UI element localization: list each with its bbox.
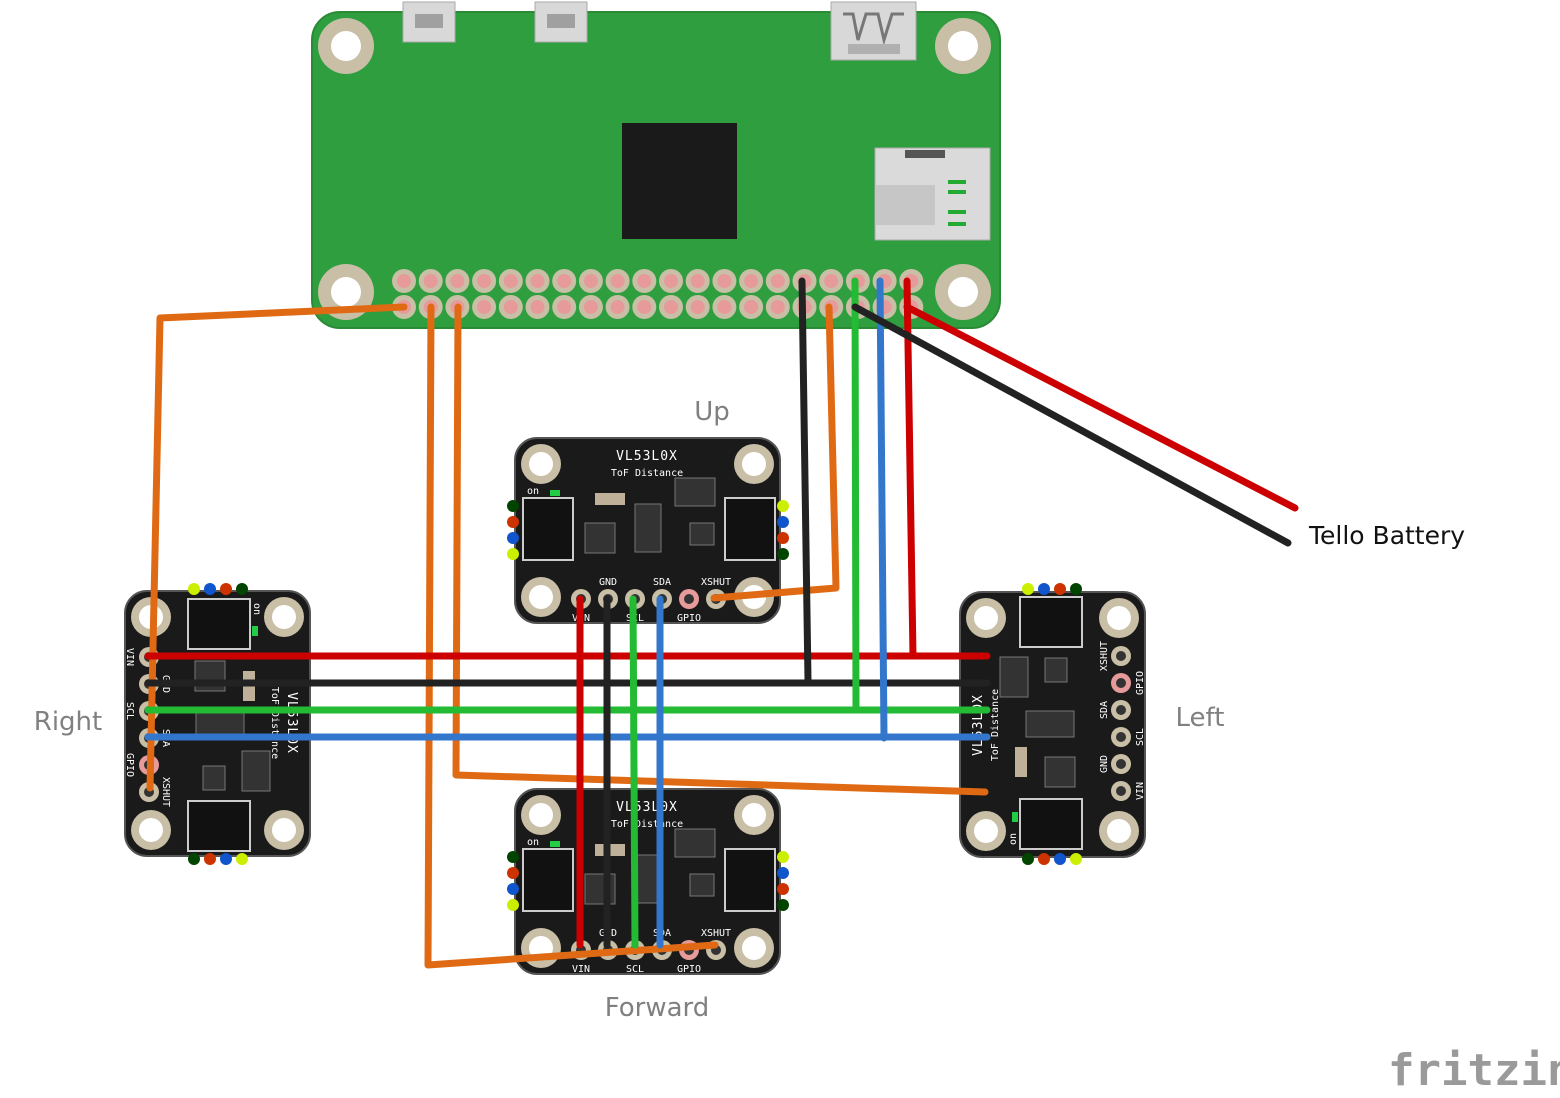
pin-label: GPIO (677, 613, 701, 624)
label-left: Left (1176, 703, 1225, 733)
wire-orange-up-xshut (710, 303, 840, 602)
on-label: on (1008, 833, 1019, 845)
tof-sensor-chip (1025, 710, 1075, 738)
pin-label: VIN (572, 964, 590, 975)
sensor-subtitle: ToF Distance (990, 689, 1001, 761)
tof-sensor-chip (634, 503, 662, 553)
tof-sensor-chip (195, 710, 245, 738)
pin-label: GPIO (677, 964, 701, 975)
pin-label: SDA (1099, 701, 1110, 719)
stemma-connector (522, 848, 574, 912)
transistor (1044, 756, 1076, 788)
label-right: Right (34, 707, 102, 737)
pin-label: XSHUT (701, 928, 731, 939)
label-tello-battery: Tello Battery (1308, 521, 1465, 550)
component (1015, 747, 1027, 777)
stemma-connector (724, 848, 776, 912)
wire-green-pi-scl (851, 277, 860, 714)
wire-red-battery (903, 303, 1299, 512)
pin-label: GND (599, 577, 617, 588)
regulator-chip (674, 828, 716, 858)
sensor-subtitle: ToF Distance (611, 468, 683, 479)
on-label: on (527, 837, 539, 848)
regulator-chip (241, 750, 271, 792)
pin-label: VIN (124, 648, 135, 666)
pin-label: SDA (653, 577, 671, 588)
sensor-subtitle: ToF Distance (611, 819, 683, 830)
wire-red-pi-vin (903, 277, 917, 660)
sensor-board-left: VL53L0X ToF Distance on GND SDA XSHUT VIN SCL GP… (959, 583, 1146, 865)
power-led (550, 490, 560, 496)
level-shifter-chip (1044, 657, 1068, 683)
gpio-header (392, 269, 924, 319)
wire-black-pi-gnd (798, 277, 812, 684)
regulator-chip (674, 477, 716, 507)
sensor-title: VL53L0X (284, 692, 299, 754)
pin-label: SCL (626, 964, 644, 975)
power-led (1012, 812, 1018, 822)
sensor-title: VL53L0X (616, 449, 678, 464)
power-led (550, 841, 560, 847)
pin-label: SCL (1135, 728, 1146, 746)
level-shifter-chip (689, 522, 715, 546)
sensor-subtitle: ToF Distance (269, 687, 280, 759)
pin-label: XSHUT (1099, 641, 1110, 671)
level-shifter-chip (689, 873, 715, 897)
label-forward: Forward (605, 993, 710, 1023)
stemma-connector (187, 800, 251, 852)
sensor-title: VL53L0X (971, 694, 986, 756)
pin-label: XSHUT (160, 777, 171, 807)
label-up: Up (694, 397, 730, 427)
regulator-chip (999, 656, 1029, 698)
transistor (584, 522, 616, 554)
pin-label: GPIO (1135, 671, 1146, 695)
wire-blue-pi-sda (876, 277, 888, 742)
stemma-connector (1019, 798, 1083, 850)
wire-green-up-scl (629, 595, 639, 949)
on-label: on (251, 603, 262, 615)
power-led (252, 626, 258, 636)
component (595, 493, 625, 505)
level-shifter-chip (202, 765, 226, 791)
wires (144, 277, 1299, 969)
fritzing-logo: fritzing (1388, 1045, 1560, 1096)
stemma-connector (1019, 596, 1083, 648)
pin-label: GND (1099, 755, 1110, 773)
pin-label: SCL (124, 702, 135, 720)
wire-orange-right-xshut (146, 303, 408, 792)
stemma-connector (187, 598, 251, 650)
pin-label: XSHUT (701, 577, 731, 588)
on-label: on (527, 486, 539, 497)
wire-orange-forward-xshut (424, 303, 719, 969)
sensor-title: VL53L0X (616, 800, 678, 815)
stemma-connector (724, 497, 776, 561)
pin-label: GPIO (124, 753, 135, 777)
wire-orange-left-xshut (452, 303, 989, 796)
wire-black-battery (851, 303, 1292, 547)
stemma-connector (522, 497, 574, 561)
pin-label: VIN (1135, 782, 1146, 800)
raspberry-pi-zero-board (311, 1, 1001, 329)
